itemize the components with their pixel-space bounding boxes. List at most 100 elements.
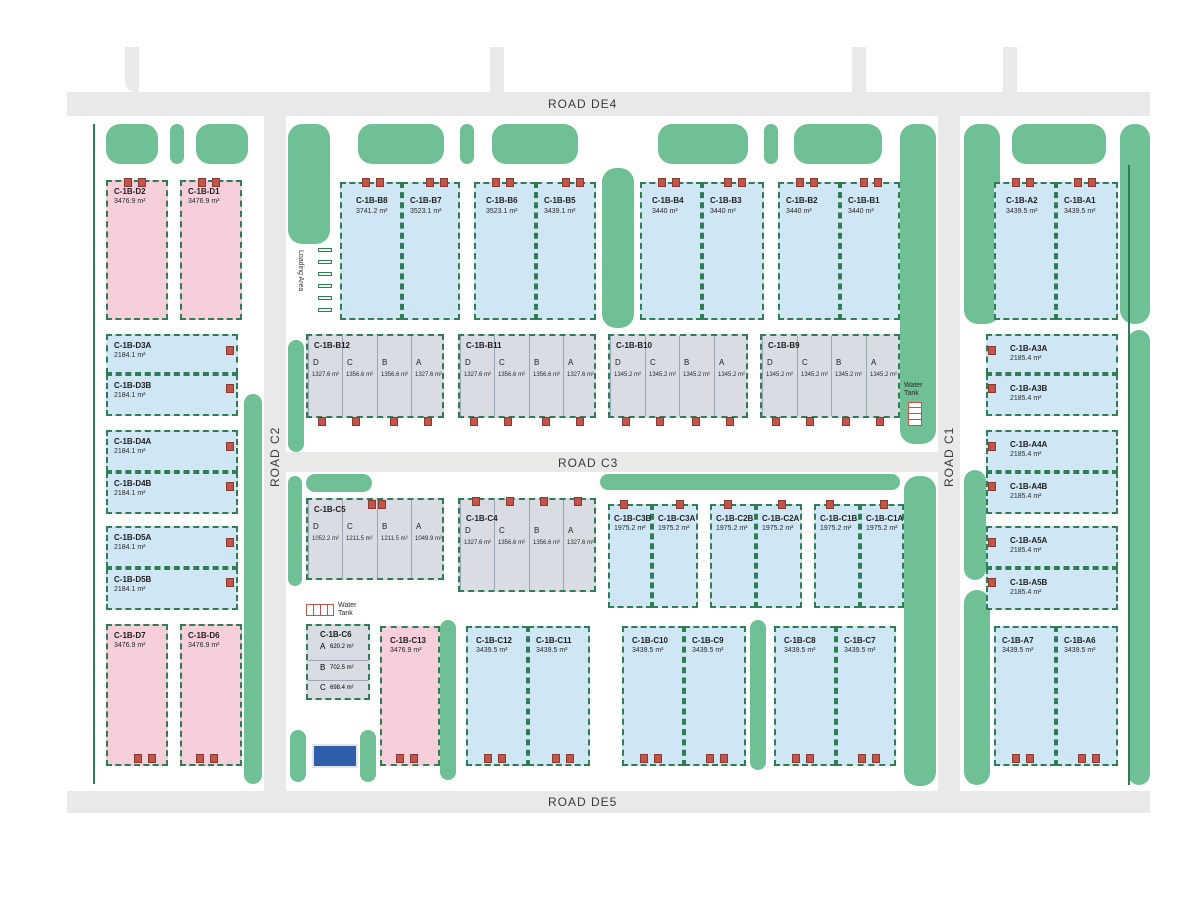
- unit-a[interactable]: A 1049.9 m²: [411, 500, 444, 578]
- unit-c[interactable]: C 698.4 m²: [308, 680, 368, 699]
- lot-area: 3439.5 m²: [692, 647, 724, 654]
- lot-c1b-c9[interactable]: C-1B-C9 3439.5 m²: [684, 626, 746, 766]
- lot-c1b-b2[interactable]: C-1B-B2 3440 m²: [778, 182, 840, 320]
- lot-c1b-c7[interactable]: C-1B-C7 3439.5 m²: [836, 626, 896, 766]
- lot-c1b-a1[interactable]: C-1B-A1 3439.5 m²: [1056, 182, 1118, 320]
- lot-c1b-a3a[interactable]: C-1B-A3A 2185.4 m²: [986, 334, 1118, 374]
- unit-area: 702.5 m²: [330, 665, 354, 671]
- unit-a[interactable]: A 1345.2 m²: [714, 336, 748, 416]
- loading-dock: [1012, 754, 1020, 763]
- lot-c1b-c6[interactable]: C-1B-C6 A 620.2 m² B 702.5 m² C 698.4 m²: [306, 624, 370, 700]
- lot-c1b-b12[interactable]: C-1B-B12 D 1327.6 m² C 1356.6 m² B 1356.…: [306, 334, 444, 418]
- lot-c1b-c4[interactable]: C-1B-C4 D 1327.6 m² C 1356.6 m² B 1356.6…: [458, 498, 596, 592]
- unit-b[interactable]: B 1345.2 m²: [831, 336, 866, 416]
- lot-c1b-b1[interactable]: C-1B-B1 3440 m²: [840, 182, 900, 320]
- unit-a[interactable]: A 1345.2 m²: [866, 336, 900, 416]
- lot-c1b-c10[interactable]: C-1B-C10 3439.5 m²: [622, 626, 684, 766]
- unit-b[interactable]: B 1356.6 m²: [377, 336, 411, 416]
- water-tank-label: Water Tank: [338, 602, 357, 617]
- lot-c1b-d7[interactable]: C-1B-D7 3476.9 m²: [106, 624, 168, 766]
- lot-c1b-d3a[interactable]: C-1B-D3A 2184.1 m²: [106, 334, 238, 374]
- unit-d[interactable]: D 1345.2 m²: [610, 336, 645, 416]
- lot-c1b-d2[interactable]: C-1B-D2 3476.9 m²: [106, 180, 168, 320]
- lot-name: C-1B-B5: [544, 196, 576, 205]
- unit-d[interactable]: D 1327.6 m²: [308, 336, 342, 416]
- lot-area: 2185.4 m²: [1010, 589, 1042, 596]
- lot-c1b-d1[interactable]: C-1B-D1 3476.9 m²: [180, 180, 242, 320]
- unit-area: 1345.2 m²: [801, 372, 829, 378]
- lot-c1b-b6[interactable]: C-1B-B6 3523.1 m²: [474, 182, 536, 320]
- unit-b[interactable]: B 1345.2 m²: [679, 336, 714, 416]
- lot-c1b-b8[interactable]: C-1B-B8 3741.2 m²: [340, 182, 402, 320]
- loading-dock: [1012, 178, 1020, 187]
- green-strip: [288, 340, 304, 452]
- unit-b[interactable]: B 702.5 m²: [308, 660, 368, 681]
- unit-a[interactable]: A 1327.6 m²: [563, 336, 596, 416]
- lot-c1b-c12[interactable]: C-1B-C12 3439.5 m²: [466, 626, 528, 766]
- unit-c[interactable]: C 1211.5 m²: [342, 500, 377, 578]
- green-strip: [1128, 330, 1150, 785]
- lot-name: C-1B-A3B: [1010, 384, 1048, 393]
- lot-c1b-a4a[interactable]: C-1B-A4A 2185.4 m²: [986, 430, 1118, 472]
- lot-c1b-c5[interactable]: C-1B-C5 D 1052.2 m² C 1211.5 m² B 1211.5…: [306, 498, 444, 580]
- lot-c1b-c1a[interactable]: C-1B-C1A 1975.2 m²: [860, 504, 904, 608]
- unit-d[interactable]: D 1345.2 m²: [762, 336, 797, 416]
- lot-c1b-a4b[interactable]: C-1B-A4B 2185.4 m²: [986, 472, 1118, 514]
- unit-letter: C: [320, 683, 326, 692]
- lot-c1b-c11[interactable]: C-1B-C11 3439.5 m²: [528, 626, 590, 766]
- unit-letter: B: [382, 522, 388, 531]
- lot-c1b-d4b[interactable]: C-1B-D4B 2184.1 m²: [106, 472, 238, 514]
- lot-c1b-d5b[interactable]: C-1B-D5B 2184.1 m²: [106, 568, 238, 610]
- loading-dock: [542, 417, 550, 426]
- unit-b[interactable]: B 1356.6 m²: [529, 500, 563, 590]
- lot-c1b-a5a[interactable]: C-1B-A5A 2185.4 m²: [986, 526, 1118, 568]
- lot-c1b-c3a[interactable]: C-1B-C3A 1975.2 m²: [652, 504, 698, 608]
- unit-a[interactable]: A 1327.6 m²: [563, 500, 596, 590]
- unit-area: 1327.6 m²: [312, 372, 340, 378]
- lot-c1b-a3b[interactable]: C-1B-A3B 2185.4 m²: [986, 374, 1118, 416]
- lot-c1b-d5a[interactable]: C-1B-D5A 2184.1 m²: [106, 526, 238, 568]
- unit-a[interactable]: A 1327.6 m²: [411, 336, 444, 416]
- unit-c[interactable]: C 1345.2 m²: [797, 336, 831, 416]
- lot-c1b-b5[interactable]: C-1B-B5 3439.1 m²: [536, 182, 596, 320]
- lot-c1b-c3b[interactable]: C-1B-C3B 1975.2 m²: [608, 504, 652, 608]
- lot-c1b-b9[interactable]: C-1B-B9 D 1345.2 m² C 1345.2 m² B 1345.2…: [760, 334, 900, 418]
- lot-c1b-a7[interactable]: C-1B-A7 3439.5 m²: [994, 626, 1056, 766]
- lot-c1b-a5b[interactable]: C-1B-A5B 2185.4 m²: [986, 568, 1118, 610]
- lot-c1b-c8[interactable]: C-1B-C8 3439.5 m²: [774, 626, 836, 766]
- lot-c1b-d6[interactable]: C-1B-D6 3476.9 m²: [180, 624, 242, 766]
- unit-b[interactable]: B 1356.6 m²: [529, 336, 563, 416]
- unit-d[interactable]: D 1327.6 m²: [460, 336, 494, 416]
- unit-b[interactable]: B 1211.5 m²: [377, 500, 411, 578]
- unit-c[interactable]: C 1345.2 m²: [645, 336, 679, 416]
- lot-c1b-b3[interactable]: C-1B-B3 3440 m²: [702, 182, 764, 320]
- lot-c1b-c2a[interactable]: C-1B-C2A 1975.2 m²: [756, 504, 802, 608]
- unit-letter: D: [767, 358, 773, 367]
- unit-d[interactable]: D 1327.6 m²: [460, 500, 494, 590]
- unit-d[interactable]: D 1052.2 m²: [308, 500, 342, 578]
- lot-c1b-b11[interactable]: C-1B-B11 D 1327.6 m² C 1356.6 m² B 1356.…: [458, 334, 596, 418]
- unit-c[interactable]: C 1356.6 m²: [494, 336, 529, 416]
- road-c1-label: ROAD C1: [942, 426, 956, 487]
- loading-dock: [574, 497, 582, 506]
- lot-c1b-b7[interactable]: C-1B-B7 3523.1 m²: [402, 182, 460, 320]
- loading-dock: [988, 578, 996, 587]
- lot-name: C-1B-C9: [692, 636, 724, 645]
- loading-dock: [622, 417, 630, 426]
- lot-c1b-b4[interactable]: C-1B-B4 3440 m²: [640, 182, 702, 320]
- lot-c1b-b10[interactable]: C-1B-B10 D 1345.2 m² C 1345.2 m² B 1345.…: [608, 334, 748, 418]
- lot-c1b-c1b[interactable]: C-1B-C1B 1975.2 m²: [814, 504, 860, 608]
- lot-c1b-d4a[interactable]: C-1B-D4A 2184.1 m²: [106, 430, 238, 472]
- lot-c1b-c2b[interactable]: C-1B-C2B 1975.2 m²: [710, 504, 756, 608]
- lot-c1b-a2[interactable]: C-1B-A2 3439.5 m²: [994, 182, 1056, 320]
- loading-dock: [566, 754, 574, 763]
- lot-c1b-a6[interactable]: C-1B-A6 3439.5 m²: [1056, 626, 1118, 766]
- unit-c[interactable]: C 1356.6 m²: [342, 336, 377, 416]
- unit-a[interactable]: A 620.2 m²: [308, 640, 368, 660]
- lot-c1b-c13[interactable]: C-1B-C13 3476.9 m²: [380, 626, 440, 766]
- lot-name: C-1B-C5: [314, 505, 346, 514]
- unit-c[interactable]: C 1356.6 m²: [494, 500, 529, 590]
- loading-dock: [498, 754, 506, 763]
- lot-area: 3741.2 m²: [356, 208, 388, 215]
- lot-c1b-d3b[interactable]: C-1B-D3B 2184.1 m²: [106, 374, 238, 416]
